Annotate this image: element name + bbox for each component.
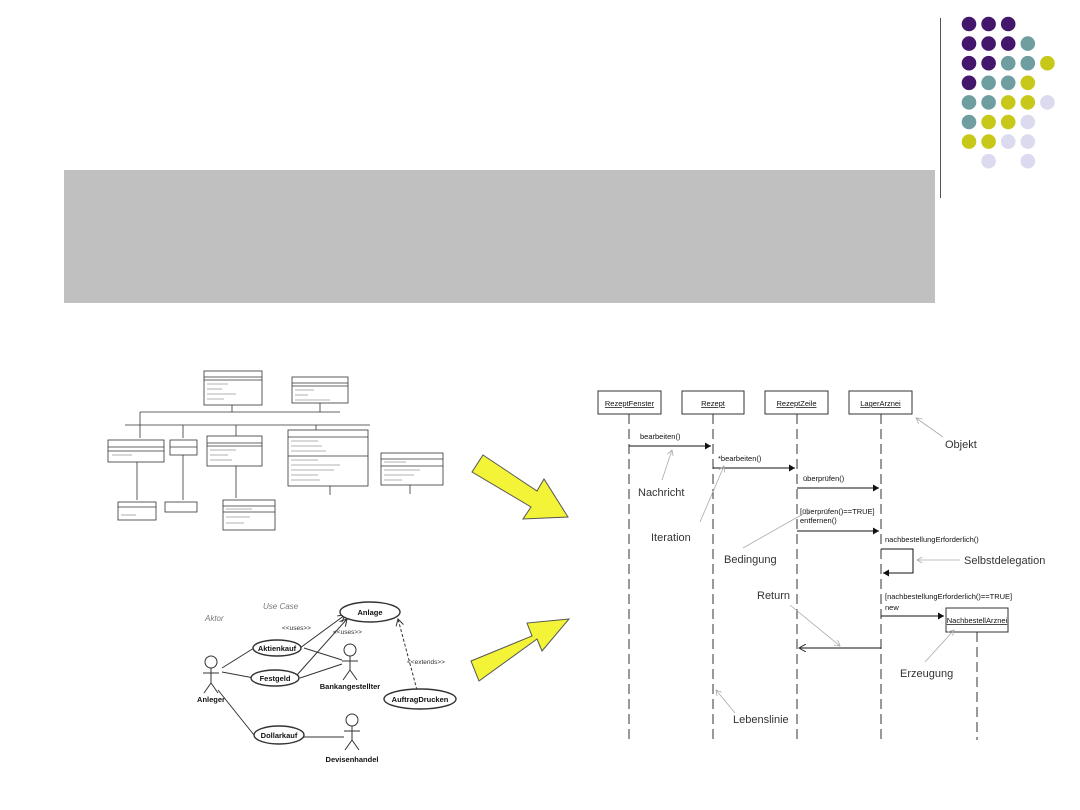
usecase-festgeld (250, 669, 300, 687)
decor-dot (981, 16, 996, 32)
usecase-anlage (339, 601, 401, 623)
message-label-4b: entfernen() (800, 516, 837, 525)
usecase-label-aktienkauf: Aktienkauf (258, 644, 297, 653)
decor-dot (981, 134, 996, 149)
arrow-class-to-sequence (471, 454, 569, 520)
actor-anleger-icon (203, 655, 219, 694)
decor-dot (1020, 153, 1036, 169)
decor-dot (981, 114, 996, 130)
annotation-bedingung: Bedingung (724, 554, 777, 566)
annotation-selbstdelegation: Selbstdelegation (964, 555, 1045, 567)
annotation-return: Return (757, 590, 790, 602)
title-band (64, 170, 935, 303)
message-label-1: bearbeiten() (640, 432, 681, 441)
decor-dot (1040, 95, 1055, 110)
arrow-usecase-to-sequence (470, 618, 571, 682)
object-rezept (681, 390, 745, 415)
object-lagerarznei (848, 390, 913, 415)
annotation-lebenslinie: Lebenslinie (733, 714, 789, 726)
class-diagram-thumbnail (107, 370, 444, 531)
decor-dot (1000, 114, 1016, 130)
decorative-dot-grid (961, 16, 1055, 169)
decor-dot (981, 36, 996, 51)
decor-dot (1000, 134, 1016, 149)
decor-dot (1020, 134, 1036, 149)
decor-dot (981, 153, 996, 169)
decor-dot (1000, 95, 1016, 110)
extends-label: <<extends>> (407, 659, 445, 666)
decor-dot (1020, 55, 1036, 71)
message-label-5: nachbestellungErforderlich() (885, 535, 979, 544)
actor-caption: Aktor (204, 614, 224, 623)
actor-label-devisenhandel: Devisenhandel (326, 755, 379, 764)
decor-dot (961, 16, 977, 32)
decor-dot (981, 55, 996, 71)
decor-dot (1040, 55, 1055, 71)
object-rezeptzeile (764, 390, 829, 415)
message-label-6a: [nachbestellungErforderlich()==TRUE] (885, 592, 1012, 601)
decor-dot (981, 75, 996, 91)
object-rezeptfenster (597, 390, 662, 415)
decor-dot (1000, 36, 1016, 51)
decor-dot (1020, 75, 1036, 91)
annotation-objekt: Objekt (945, 439, 977, 451)
object-nachbestellarznei (945, 607, 1009, 633)
yellow-arrows (470, 454, 571, 682)
uses-label-2: <<uses>> (333, 629, 362, 636)
usecase-auftragdrucken (383, 688, 457, 710)
self-delegation-arrow (881, 548, 914, 577)
decorative-divider-line (940, 18, 941, 198)
decor-dot (1020, 114, 1036, 130)
uses-label-1: <<uses>> (282, 625, 311, 632)
annotation-iteration: Iteration (651, 532, 691, 544)
use-case-diagram-thumbnail: Aktor Use Case (197, 601, 457, 764)
decor-dot (961, 55, 977, 71)
decor-dot (1000, 55, 1016, 71)
message-label-6b: new (885, 603, 899, 612)
decor-dot (1020, 95, 1036, 110)
actor-label-bankangestellter: Bankangestellter (320, 682, 381, 691)
class-diagram-text-lines (112, 383, 420, 524)
usecase-caption: Use Case (263, 602, 299, 611)
usecase-label-anlage: Anlage (357, 608, 382, 617)
decor-dot (1020, 36, 1036, 51)
object-label-rezeptzeile: RezeptZeile (776, 399, 816, 408)
decor-dot (961, 75, 977, 91)
usecase-label-auftragdrucken: AuftragDrucken (392, 695, 449, 704)
decor-dot (1000, 75, 1016, 91)
actor-devisenhandel-icon (344, 713, 360, 751)
decor-dot (961, 95, 977, 110)
usecase-label-festgeld: Festgeld (260, 674, 291, 683)
decor-dot (961, 114, 977, 130)
decor-dot (961, 134, 977, 149)
sequence-diagram: RezeptFenster Rezept RezeptZeile LagerAr… (597, 390, 1045, 740)
usecase-label-dollarkauf: Dollarkauf (261, 731, 298, 740)
annotation-nachricht: Nachricht (638, 487, 684, 499)
message-label-4a: [überprüfen()==TRUE] (800, 507, 875, 516)
message-label-2: *bearbeiten() (718, 454, 762, 463)
decor-dot (981, 95, 996, 110)
actor-bankangestellter-icon (342, 643, 358, 681)
message-label-3: überprüfen() (803, 474, 845, 483)
usecase-dollarkauf (253, 725, 305, 745)
annotation-erzeugung: Erzeugung (900, 668, 953, 680)
actor-label-anleger: Anleger (197, 695, 225, 704)
usecase-aktienkauf (252, 639, 302, 657)
object-label-rezeptfenster: RezeptFenster (605, 399, 655, 408)
object-label-lagerarznei: LagerArznei (860, 399, 901, 408)
object-label-nachbestellarznei: NachbestellArznei (947, 616, 1008, 625)
decor-dot (1000, 16, 1016, 32)
object-label-rezept: Rezept (701, 399, 726, 408)
decor-dot (961, 36, 977, 51)
